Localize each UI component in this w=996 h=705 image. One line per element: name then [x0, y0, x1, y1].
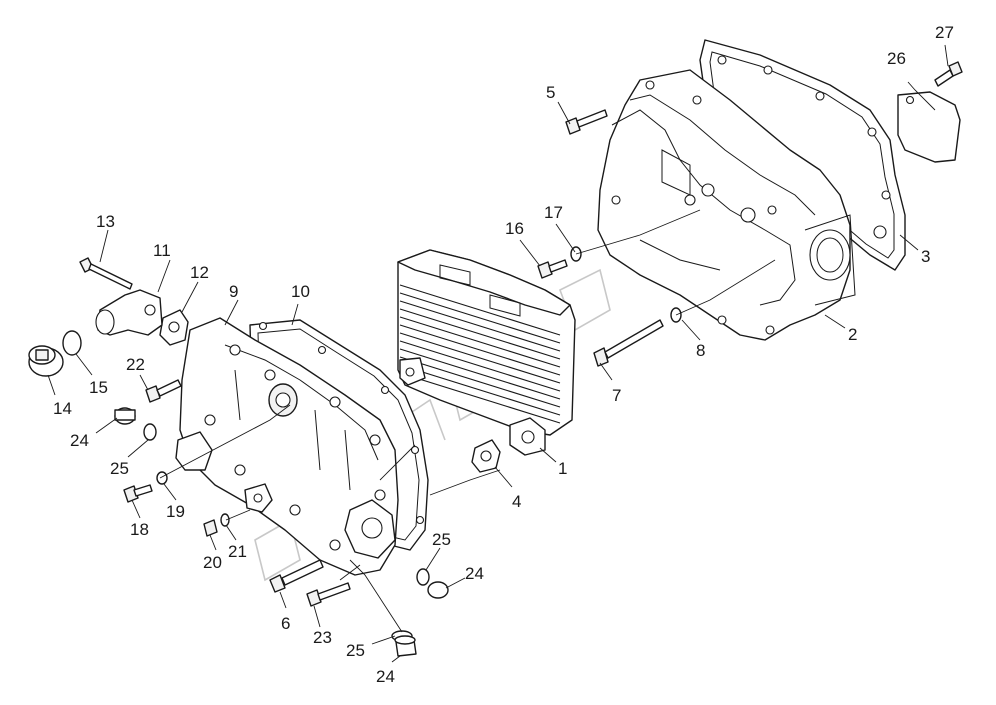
plug-part-20 — [203, 519, 218, 537]
bolt-part-5 — [565, 109, 608, 135]
cooler-housing-part-2 — [597, 69, 856, 341]
callout-23: 23 — [313, 628, 332, 647]
ring-part-25-upper — [143, 423, 157, 441]
plug-part-24-middle — [427, 581, 449, 599]
o-ring-part-15 — [62, 330, 82, 356]
callout-9: 9 — [229, 282, 238, 301]
callout-25-upper: 25 — [110, 459, 129, 478]
gasket-part-12 — [159, 309, 189, 346]
callout-labels: 1 2 3 4 5 6 7 8 9 10 11 12 13 14 15 16 1… — [53, 23, 954, 686]
bolt-part-27 — [934, 61, 963, 87]
leader-lines — [47, 44, 949, 663]
callout-4: 4 — [512, 492, 521, 511]
callout-7: 7 — [612, 386, 621, 405]
callout-22: 22 — [126, 355, 145, 374]
callout-24-bottom: 24 — [376, 667, 395, 686]
washer-part-19 — [156, 471, 168, 485]
callout-25-bottom: 25 — [346, 641, 365, 660]
callout-19: 19 — [166, 502, 185, 521]
plug-part-14 — [28, 345, 64, 377]
callout-3: 3 — [921, 247, 930, 266]
bolt-part-16 — [537, 259, 568, 279]
gasket-part-4 — [471, 439, 501, 473]
callout-10: 10 — [291, 282, 310, 301]
oil-cooler-part-1 — [397, 249, 576, 456]
callout-27: 27 — [935, 23, 954, 42]
callout-17: 17 — [544, 203, 563, 222]
callout-12: 12 — [190, 263, 209, 282]
callout-2: 2 — [848, 325, 857, 344]
elbow-fitting-part-11 — [95, 289, 163, 336]
plug-part-24-bottom — [394, 635, 417, 657]
callout-8: 8 — [696, 341, 705, 360]
callout-25-middle: 25 — [432, 530, 451, 549]
callout-21: 21 — [228, 542, 247, 561]
callout-20: 20 — [203, 553, 222, 572]
bolt-part-18 — [123, 484, 153, 503]
bolt-part-22 — [145, 379, 182, 403]
bolt-part-7 — [593, 319, 664, 367]
callout-18: 18 — [130, 520, 149, 539]
callout-13: 13 — [96, 212, 115, 231]
callout-1: 1 — [558, 459, 567, 478]
callout-14: 14 — [53, 399, 72, 418]
bolt-part-23 — [306, 582, 351, 607]
callout-24-upper: 24 — [70, 431, 89, 450]
front-cover-part-9 — [175, 317, 399, 576]
callout-6: 6 — [281, 614, 290, 633]
callout-26: 26 — [887, 49, 906, 68]
plug-part-24-upper — [114, 407, 136, 425]
ring-part-25-middle — [416, 568, 430, 586]
callout-16: 16 — [505, 219, 524, 238]
callout-24-middle: 24 — [465, 564, 484, 583]
cover-plate-part-26 — [897, 91, 961, 163]
callout-15: 15 — [89, 378, 108, 397]
bolt-part-13 — [79, 257, 133, 290]
callout-11: 11 — [153, 241, 171, 260]
bolt-part-6 — [269, 559, 324, 593]
callout-5: 5 — [546, 83, 555, 102]
ring-part-21 — [220, 513, 230, 527]
